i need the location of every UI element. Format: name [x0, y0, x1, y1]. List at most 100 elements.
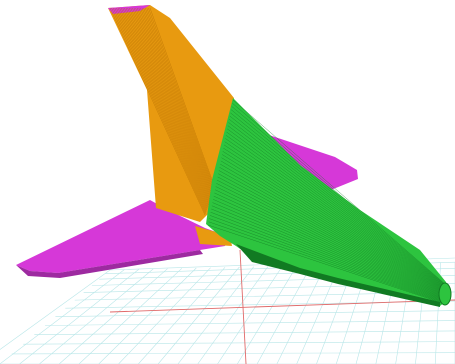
grid-line [98, 267, 197, 364]
vertical-stabilizer-facet-line [129, 7, 210, 203]
fuselage-facet-line [207, 224, 446, 305]
horizontal-stabilizer-left-panel [16, 200, 230, 273]
grid-line [256, 265, 312, 364]
fuselage-facet-line [232, 103, 446, 285]
fuselage-facet-line [211, 208, 446, 302]
fuselage-facet-line [223, 147, 446, 292]
fuselage-facet-line [211, 205, 446, 302]
vertical-stabilizer-facet-line [122, 7, 209, 207]
fuselage-facet-line [222, 154, 446, 293]
fuselage-facet-line [214, 192, 446, 300]
fuselage-facet-line [229, 119, 446, 288]
vertical-stabilizer-facet-line [127, 7, 210, 204]
fuselage-underside [236, 244, 440, 307]
fuselage-facet-line [218, 173, 446, 296]
fuselage-facet-line [224, 141, 446, 291]
fuselage-facet-line [225, 138, 446, 291]
vertical-stabilizer-facet-line [130, 7, 211, 202]
fuselage-facet-line [209, 215, 446, 303]
fuselage-facet-line [213, 199, 446, 301]
grid-line [0, 269, 111, 350]
fuselage-tailcone[interactable] [206, 98, 452, 307]
fuselage-facet-line [230, 112, 446, 287]
fuselage-facet-line [225, 135, 446, 290]
fuselage-facet-line [230, 109, 446, 286]
vertical-stabilizer-facet-line [121, 7, 208, 208]
horizontal-stabilizer-left-root [195, 226, 232, 246]
fuselage-facet-line [216, 183, 446, 298]
grid-line [19, 269, 139, 364]
fuselage-facet-line [210, 212, 446, 303]
vertical-stabilizer-facet-line [138, 7, 213, 196]
fuselage-facet-line [229, 115, 446, 287]
vertical-stabilizer-facet-line [146, 7, 215, 191]
fuselage-facet-line [223, 144, 446, 292]
grid-line [157, 266, 240, 364]
vertical-stabilizer-facet-line [145, 7, 214, 192]
grid-line [217, 265, 283, 364]
vertical-stabilizer-surface [108, 5, 234, 222]
vertical-stabilizer-facet-line [117, 7, 208, 210]
fuselage-facet-line [226, 131, 446, 290]
grid-line [45, 320, 455, 326]
vertical-stabilizer-facet-line [125, 7, 210, 205]
vertical-stabilizer-facet-line [141, 7, 214, 194]
vertical-stabilizer-facets [109, 7, 216, 216]
grid-line [78, 268, 183, 364]
vertical-stabilizer-facet-line [143, 7, 214, 193]
vertical-stabilizer-facet-line [109, 7, 206, 216]
fuselage-facet-line [208, 221, 446, 304]
grid-line [58, 268, 168, 364]
fuselage-facet-line [217, 176, 446, 297]
fuselage-facet-line [220, 163, 446, 295]
fuselage-facet-line [222, 151, 446, 293]
fuselage-facet-line [213, 195, 446, 300]
vertical-stabilizer-facet-line [111, 7, 206, 214]
grid-line [197, 266, 269, 364]
fuselage-facet-line [218, 170, 446, 296]
vertical-stabilizer-facet-line [133, 7, 212, 199]
grid-line [39, 268, 154, 364]
fuselage-facet-line [219, 167, 446, 295]
fuselage-facet-line [232, 99, 446, 285]
vertical-stabilizer-facet-line [114, 7, 207, 212]
horizontal-stabilizer-left-trailing-edge [16, 250, 203, 278]
vertical-stabilizer-top-cap [108, 5, 150, 14]
grid-line [11, 352, 455, 355]
grid-line [55, 310, 455, 317]
vertical-stabilizer[interactable] [108, 5, 234, 222]
vertical-stabilizer-facet-line [149, 7, 216, 189]
vertical-stabilizer-facet-line [124, 7, 209, 206]
fuselage-facet-line [209, 218, 446, 304]
vertical-stabilizer-facet-line [113, 7, 206, 213]
fuselage-facet-line [220, 160, 446, 294]
vertical-stabilizer-facet-line [116, 7, 207, 211]
vertical-stabilizer-facet-line [148, 7, 215, 190]
grid-line [118, 267, 211, 364]
fuselage-tail-end-cap [439, 283, 451, 305]
fuselage-facet-line [212, 202, 446, 301]
vertical-stabilizer-facet-line [119, 7, 208, 209]
fuselage-facet-line [228, 122, 446, 288]
grid-axis-line [109, 299, 455, 313]
fuselage-tail-end-rim [438, 282, 452, 306]
fuselage-facet-line [221, 157, 446, 294]
grid-line [177, 266, 254, 364]
fuselage-facets [207, 99, 446, 305]
vertical-stabilizer-facet-line [132, 7, 211, 200]
vertical-stabilizer-facet-line [140, 7, 213, 195]
vertical-stabilizer-facet-line [137, 7, 212, 197]
grid-line [138, 267, 226, 364]
grid-line [237, 265, 298, 364]
fuselage-facet-line [231, 106, 446, 286]
vertical-stabilizer-facet-line [135, 7, 212, 198]
fuselage-facet-line [216, 179, 446, 297]
fuselage-facet-line [215, 186, 446, 299]
fuselage-facet-line [227, 128, 446, 289]
fuselage-facet-line [214, 189, 446, 299]
grid-line [23, 341, 455, 345]
grid-line [276, 264, 326, 364]
fuselage-facet-line [227, 125, 446, 289]
